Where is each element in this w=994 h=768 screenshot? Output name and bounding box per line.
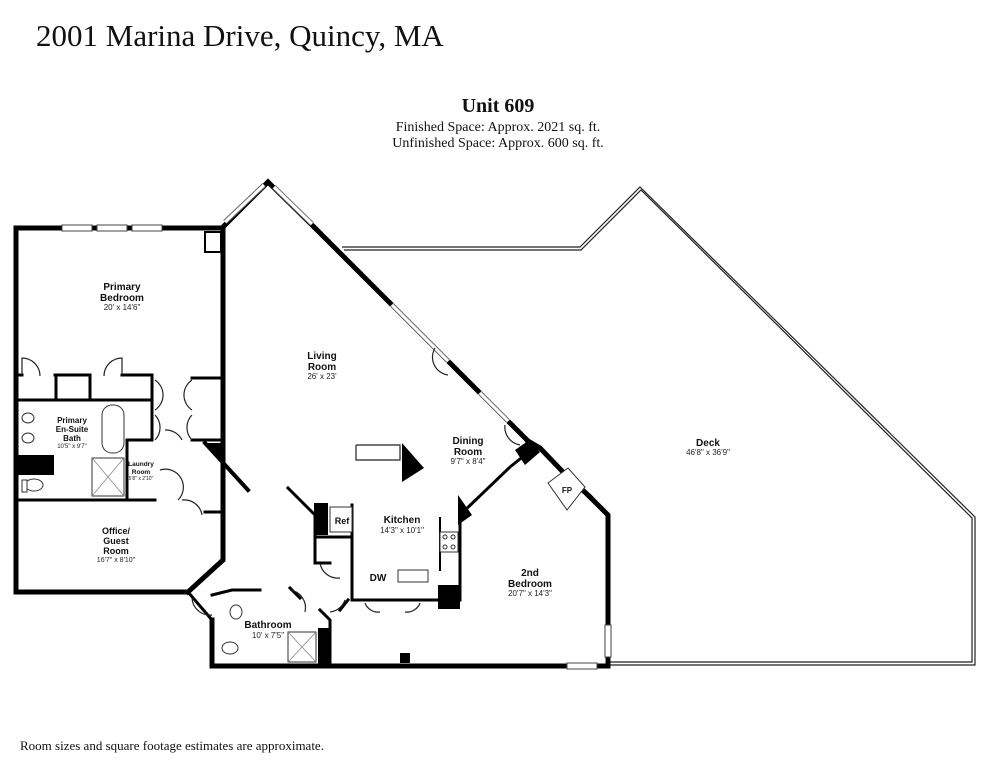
deck-outline: [342, 186, 976, 666]
room-dimensions: 10'5" x 9'7": [57, 444, 87, 450]
room-dimensions: 20' x 14'6": [104, 303, 141, 312]
room-label-kitchen: Kitchen 14'3" x 10'1": [380, 515, 424, 535]
room-label-laundry-room: Laundry Room 5'8" x 2'10": [128, 461, 154, 482]
room-label-living-room: Living Room 26' x 23': [307, 351, 337, 381]
room-label-dining-room: Dining Room 9'7" x 8'4": [451, 436, 486, 466]
room-dimensions: 9'7" x 8'4": [451, 457, 486, 466]
room-label-primary-bedroom: Primary Bedroom 20' x 14'6": [100, 282, 144, 312]
room-name: Guest: [103, 536, 129, 546]
finished-space: Finished Space: Approx. 2021 sq. ft.: [395, 120, 601, 135]
room-name: Primary: [103, 282, 141, 293]
room-name: Bedroom: [100, 293, 144, 304]
room-label-primary-bath: Primary En-Suite Bath 10'5" x 9'7": [56, 416, 89, 450]
room-name: Laundry: [128, 461, 154, 468]
room-dimensions: 10' x 7'5": [252, 631, 284, 640]
refrigerator-label: Ref: [335, 516, 351, 526]
room-name: Bathroom: [244, 620, 291, 631]
room-dimensions: 5'8" x 2'10": [129, 476, 154, 482]
room-label-office: Office/ Guest Room 16'7" x 8'10": [97, 526, 136, 564]
room-label-deck: Deck 46'8" x 36'9": [686, 438, 730, 457]
room-name: Bedroom: [508, 579, 552, 590]
fireplace-label: FP: [562, 486, 573, 495]
unfinished-space: Unfinished Space: Approx. 600 sq. ft.: [392, 136, 604, 151]
room-name: En-Suite: [56, 425, 89, 434]
room-name: Room: [103, 546, 129, 556]
room-dimensions: 14'3" x 10'1": [380, 526, 424, 535]
room-name: 2nd: [521, 568, 539, 579]
footer-note: Room sizes and square footage estimates …: [20, 738, 324, 753]
bath-fixtures: [21, 404, 586, 663]
room-label-bathroom: Bathroom 10' x 7'5": [244, 620, 291, 640]
room-name: Primary: [57, 416, 87, 425]
unit-title: Unit 609: [461, 95, 535, 117]
structural-blocks: [18, 231, 540, 664]
room-name: Kitchen: [384, 515, 421, 526]
property-address: 2001 Marina Drive, Quincy, MA: [36, 18, 444, 53]
room-name: Office/: [102, 526, 131, 536]
door-swings: [21, 347, 521, 616]
room-dimensions: 20'7" x 14'3": [508, 589, 552, 598]
room-name: Deck: [696, 438, 720, 449]
room-name: Dining: [452, 436, 483, 447]
dishwasher-label: DW: [370, 573, 387, 584]
room-dimensions: 46'8" x 36'9": [686, 448, 730, 457]
windows: [61, 183, 612, 670]
room-name: Bath: [63, 434, 81, 443]
room-dimensions: 26' x 23': [307, 372, 337, 381]
room-name: Room: [308, 362, 336, 373]
room-dimensions: 16'7" x 8'10": [97, 557, 136, 564]
room-name: Living: [307, 351, 336, 362]
room-label-second-bedroom: 2nd Bedroom 20'7" x 14'3": [508, 568, 552, 598]
room-name: Room: [454, 447, 482, 458]
room-name: Room: [132, 469, 151, 476]
